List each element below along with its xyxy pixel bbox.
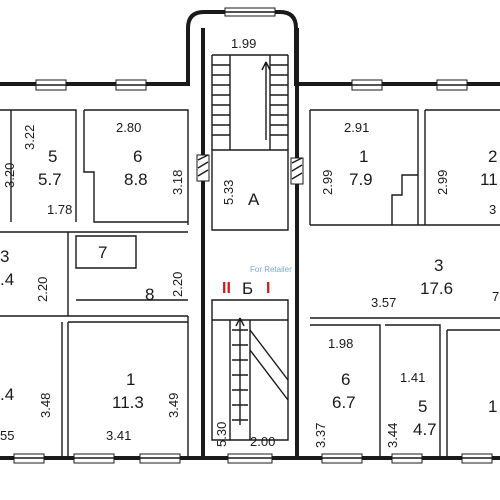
- room-3-right-area: 17.6: [420, 279, 453, 298]
- room-2-left-area: .4: [0, 385, 14, 404]
- watermark: For Retailer: [250, 265, 292, 274]
- room-6-side-dim: 3.18: [170, 170, 185, 195]
- room-2-right-area: 11: [480, 170, 498, 189]
- room-6-right-width-dim: 1.98: [328, 336, 353, 351]
- room-3-left-height-dim: 2.20: [35, 277, 50, 302]
- room-6-right-area: 6.7: [332, 393, 356, 412]
- room-right-edge-number: 1: [488, 397, 497, 416]
- room-3-right-width-dim: 3.57: [371, 295, 396, 310]
- room-1-left-height-dim: 3.49: [166, 393, 181, 418]
- room-1-right-area: 7.9: [349, 170, 373, 189]
- room-5-number: 5: [48, 147, 57, 166]
- room-6-right-number: 6: [341, 370, 350, 389]
- lobby-a-frame: [196, 149, 304, 231]
- room-3-left-area: .4: [0, 270, 14, 289]
- room-2-right-width-dim: 3: [489, 202, 496, 217]
- room-6-width-dim: 2.80: [116, 120, 141, 135]
- room-5-right-number: 5: [418, 397, 427, 416]
- room-3-right-number: 3: [434, 256, 443, 275]
- windows-top: [35, 7, 468, 91]
- room-5-width-dim: 1.78: [47, 202, 72, 217]
- stair-top-width-dim: 1.99: [231, 36, 256, 51]
- room-5-area: 5.7: [38, 170, 62, 189]
- lobby-a-height-dim: 5.33: [221, 180, 236, 205]
- room-1-left-area: 11.3: [112, 393, 144, 412]
- lobby-b-label: Б: [242, 279, 253, 298]
- room-6-area: 8.8: [124, 170, 148, 189]
- room-1-left-number: 1: [126, 370, 135, 389]
- room-5-right-area: 4.7: [413, 420, 437, 439]
- lobby-a-right-dim: 2.99: [320, 170, 335, 195]
- room-5-right-width-dim: 1.41: [400, 370, 425, 385]
- room-6-right-height-dim: 3.37: [313, 423, 328, 448]
- room-2-right-height-dim: 2.99: [435, 170, 450, 195]
- room-6-number: 6: [133, 147, 142, 166]
- room-3-left-number: 3: [0, 247, 9, 266]
- stairwell-top: [211, 54, 289, 150]
- room-1-right-number: 1: [359, 147, 368, 166]
- stair-bottom-height-dim: 5.30: [214, 422, 229, 447]
- section-mark-right: I: [266, 280, 270, 297]
- stair-bottom-width-dim: 2.00: [250, 434, 275, 449]
- stairwell-bottom: [211, 299, 289, 441]
- lobby-a-label: А: [248, 190, 260, 209]
- partitions-left: [0, 109, 189, 458]
- partitions-right: [309, 109, 500, 458]
- room-1-left-width-dim: 3.41: [106, 428, 131, 443]
- room-1-right-width-dim: 2.91: [344, 120, 369, 135]
- room-2-right-number: 2: [488, 147, 497, 166]
- room-5-height-dim: 3.22: [22, 125, 37, 150]
- room-5-right-height-dim: 3.44: [385, 423, 400, 448]
- room-8-number: 8: [145, 285, 154, 304]
- left-edge-dim: 3.20: [2, 163, 17, 188]
- section-mark-left: II: [222, 280, 231, 297]
- room-2-left-width-dim: 55: [0, 428, 14, 443]
- room-2-left-height-dim: 3.48: [38, 393, 53, 418]
- room-7-number: 7: [98, 243, 107, 262]
- windows-bottom: [13, 453, 493, 464]
- room-8-height-dim: 2.20: [170, 272, 185, 297]
- room-3-right-edge-dim: 7: [492, 289, 499, 304]
